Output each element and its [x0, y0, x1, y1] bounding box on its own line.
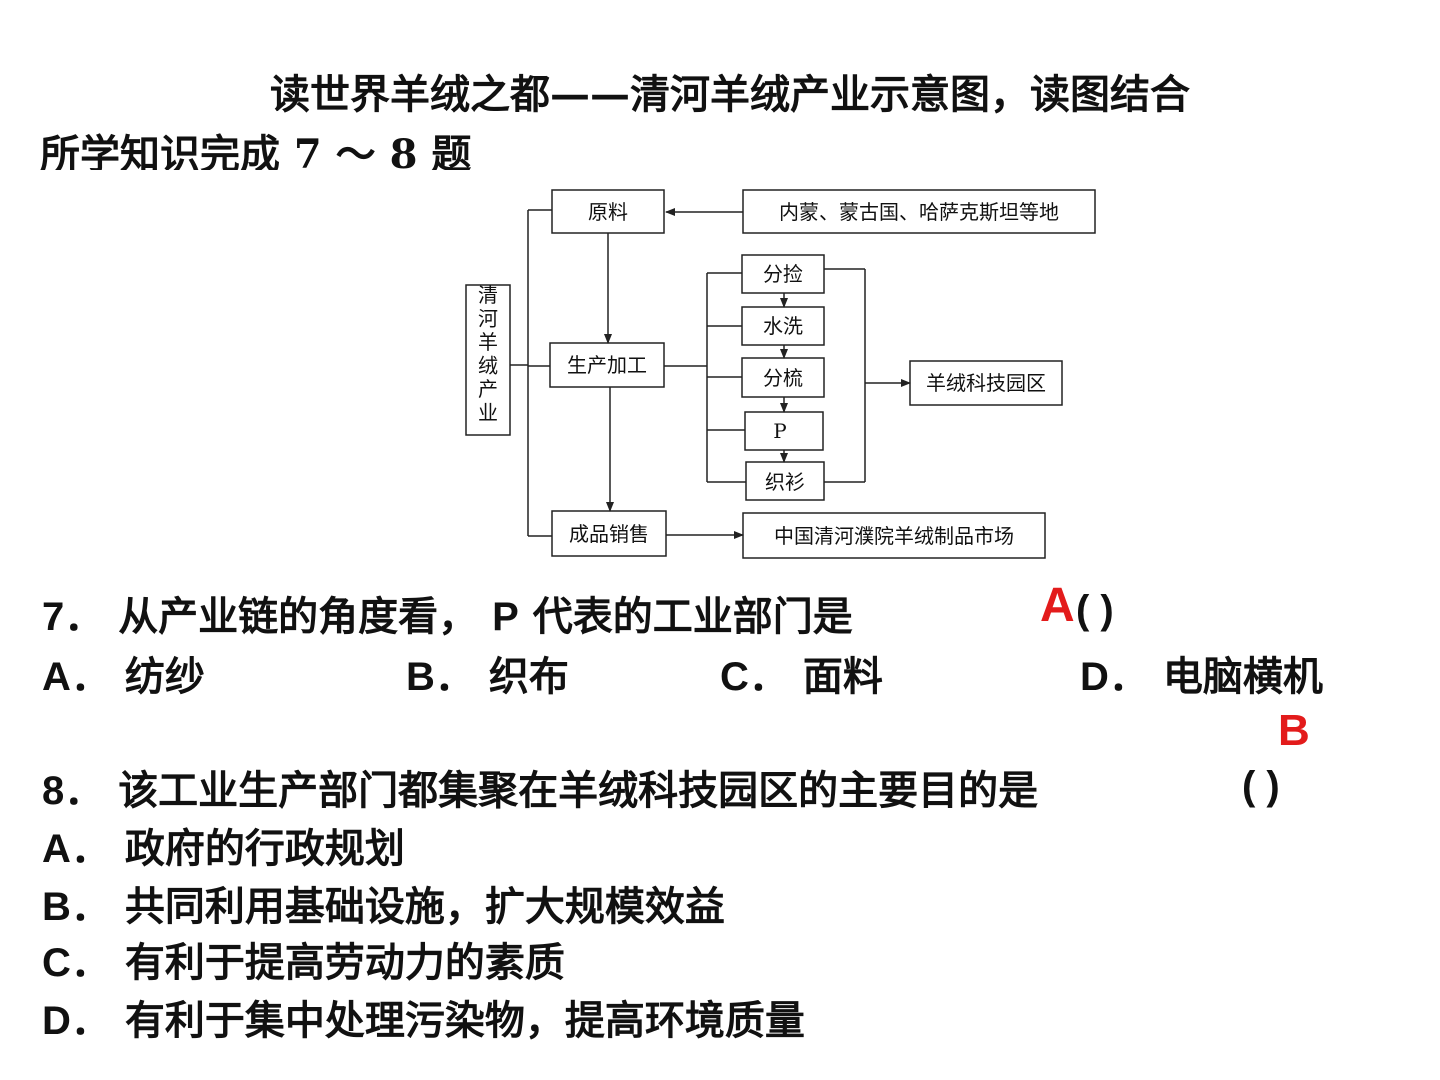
step-label-4: P: [773, 419, 786, 443]
q8-answer: B: [1278, 706, 1310, 755]
sales-label: 成品销售: [569, 522, 649, 546]
step-label-2: 水洗: [763, 314, 803, 338]
step-label-1: 分捡: [763, 262, 803, 286]
production-label: 生产加工: [567, 353, 647, 377]
industry-box: [465, 284, 511, 436]
q7-option-b: B． 织布: [406, 654, 569, 700]
q7-option-d: D． 电脑横机: [1080, 654, 1323, 700]
q8-number: 8．: [42, 769, 105, 813]
q8-option-b: B． 共同利用基础设施，扩大规模效益: [42, 884, 725, 930]
q8-paren: ( ): [1242, 764, 1280, 808]
q7-number: 7．: [42, 595, 105, 639]
q7-stem-text: 从产业链的角度看，: [118, 594, 479, 640]
q7-option-c: C． 面料: [720, 654, 883, 700]
step-label-3: 分梳: [763, 366, 803, 390]
q7-stem-text-2: 代表的工业部门是: [532, 594, 853, 640]
q8-option-c: C． 有利于提高劳动力的素质: [42, 940, 565, 986]
q7-answer: A: [1040, 579, 1075, 632]
market-label: 中国清河濮院羊绒制品市场: [774, 524, 1014, 548]
source-label: 内蒙、蒙古国、哈萨克斯坦等地: [779, 200, 1059, 224]
q8-option-a: A． 政府的行政规划: [42, 826, 405, 872]
step-label-5: 织衫: [765, 470, 805, 494]
q7-p: P: [492, 595, 519, 639]
intro-line-1: 读世界羊绒之都——清河羊绒产业示意图，读图结合: [270, 71, 1190, 118]
step-box-1: [741, 254, 825, 294]
park-label: 羊绒科技园区: [926, 371, 1046, 395]
raw-material-label: 原料: [588, 200, 628, 224]
q8-stem: 8． 该工业生产部门都集聚在羊绒科技园区的主要目的是: [42, 758, 1038, 816]
q7-option-a: A． 纺纱: [42, 654, 205, 700]
q7-stem: 7． 从产业链的角度看， P 代表的工业部门是: [42, 584, 853, 642]
q7-paren: ( ): [1076, 588, 1114, 632]
industry-diagram: 清河羊绒产业 原料 内蒙、蒙古国、哈萨克斯坦等地 生产加工 成品销售 中国清河濮…: [465, 189, 1096, 559]
q8-option-d: D． 有利于集中处理污染物，提高环境质量: [42, 998, 805, 1044]
intro-line-2: 所学知识完成 7 ～ 8 题: [40, 131, 472, 170]
q8-stem-text: 该工业生产部门都集聚在羊绒科技园区的主要目的是: [118, 768, 1039, 814]
industry-label: 清河羊绒产业: [478, 283, 498, 425]
